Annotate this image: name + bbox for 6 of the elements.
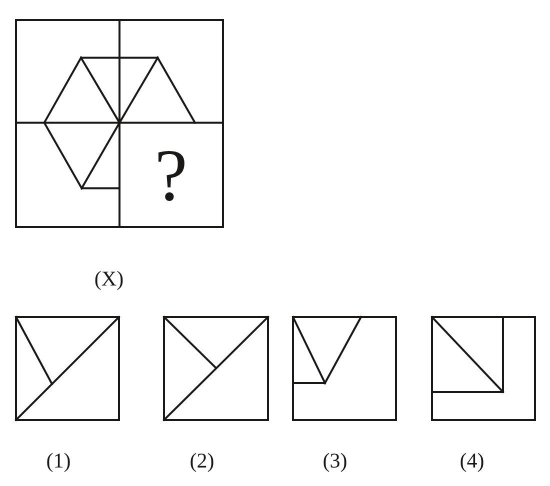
option-label: (4) — [460, 450, 484, 472]
option-label: (2) — [190, 450, 214, 472]
option-label: (3) — [322, 450, 348, 472]
question-mark: ? — [154, 139, 188, 213]
option-label: (1) — [46, 450, 71, 472]
figure-label: (X) — [94, 268, 124, 290]
